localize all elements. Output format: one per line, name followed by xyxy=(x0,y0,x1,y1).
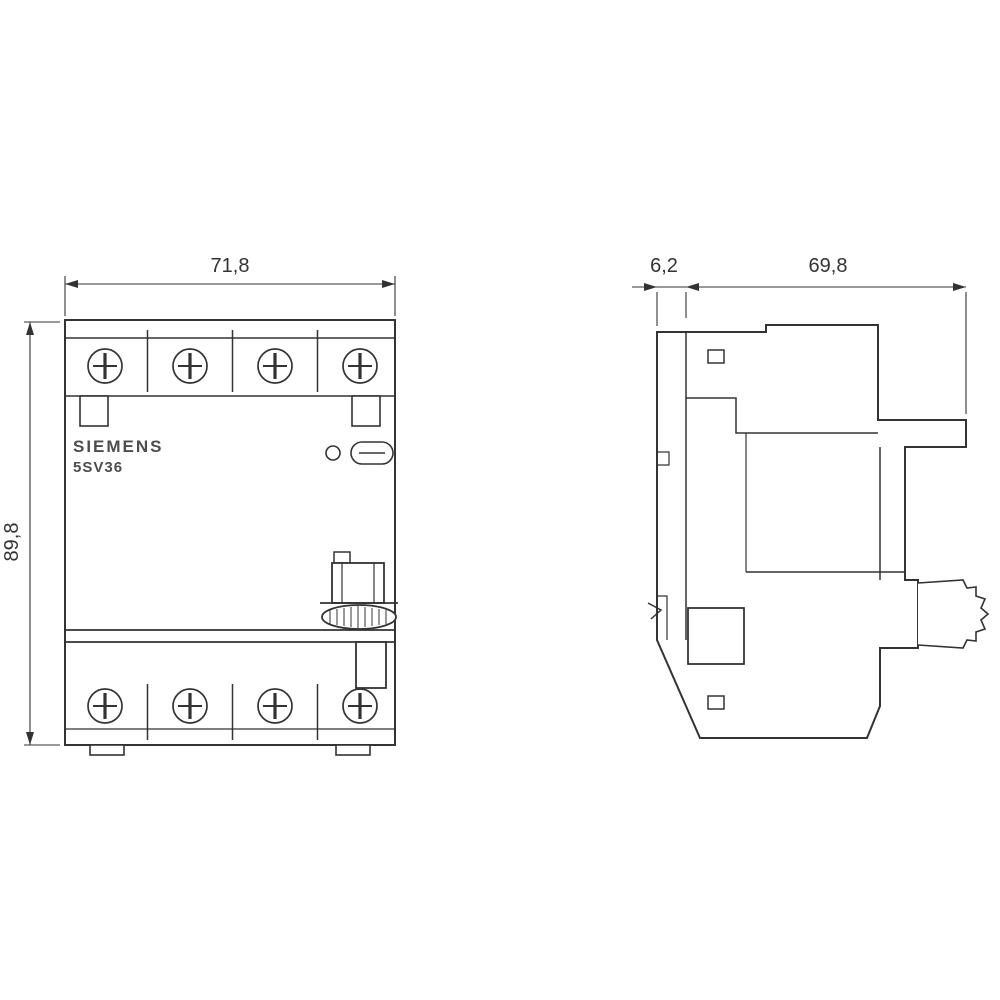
release-tab xyxy=(647,602,663,620)
model-label: 5SV36 xyxy=(73,459,123,476)
screw-boss-bottom xyxy=(707,695,725,710)
bottom-foot-left xyxy=(89,744,125,756)
switch-mechanism xyxy=(320,551,398,630)
lower-protrusion xyxy=(355,641,387,689)
front-height-dimension: 89,8 xyxy=(1,321,60,746)
terminal-screw-top-4 xyxy=(342,348,378,384)
terminal-screw-top-2 xyxy=(172,348,208,384)
arrowhead-left xyxy=(65,280,78,288)
side-profile-outline xyxy=(656,324,967,739)
width-dim-label: 71,8 xyxy=(211,255,250,277)
depth-dim-label: 69,8 xyxy=(809,255,848,277)
mounting-tab-right xyxy=(351,395,381,427)
front-face-step xyxy=(657,451,670,466)
terminal-block xyxy=(687,607,745,665)
terminal-screw-top-3 xyxy=(257,348,293,384)
terminal-screw-bottom-2 xyxy=(172,688,208,724)
terminal-screw-bottom-4 xyxy=(342,688,378,724)
arrowhead xyxy=(686,283,699,291)
interior-step xyxy=(686,397,878,434)
front-face-notch xyxy=(657,595,668,640)
front-body-outline xyxy=(64,319,396,746)
arrowhead-right xyxy=(382,280,395,288)
mounting-tab-left xyxy=(79,395,109,427)
screw-boss-top xyxy=(707,349,725,364)
side-view xyxy=(647,324,990,739)
terminal-screw-bottom-3 xyxy=(257,688,293,724)
front-depth-dim-label: 6,2 xyxy=(650,255,678,277)
terminal-screw-top-1 xyxy=(87,348,123,384)
arrowhead-bottom xyxy=(26,732,34,745)
test-button xyxy=(325,445,341,461)
brand-label: SIEMENS xyxy=(73,437,164,456)
switch-collar xyxy=(321,604,397,630)
front-width-dimension: 71,8 xyxy=(64,255,396,316)
arrowhead xyxy=(953,283,966,291)
terminal-screw-bottom-1 xyxy=(87,688,123,724)
height-dim-label: 89,8 xyxy=(1,523,23,562)
side-depth-dimensions: 6,2 69,8 xyxy=(632,255,967,414)
arrowhead xyxy=(644,283,657,291)
front-view: SIEMENS 5SV36 xyxy=(64,319,398,756)
bottom-foot-right xyxy=(335,744,371,756)
din-clip-thumbwheel xyxy=(917,579,990,649)
arrowhead-top xyxy=(26,322,34,335)
